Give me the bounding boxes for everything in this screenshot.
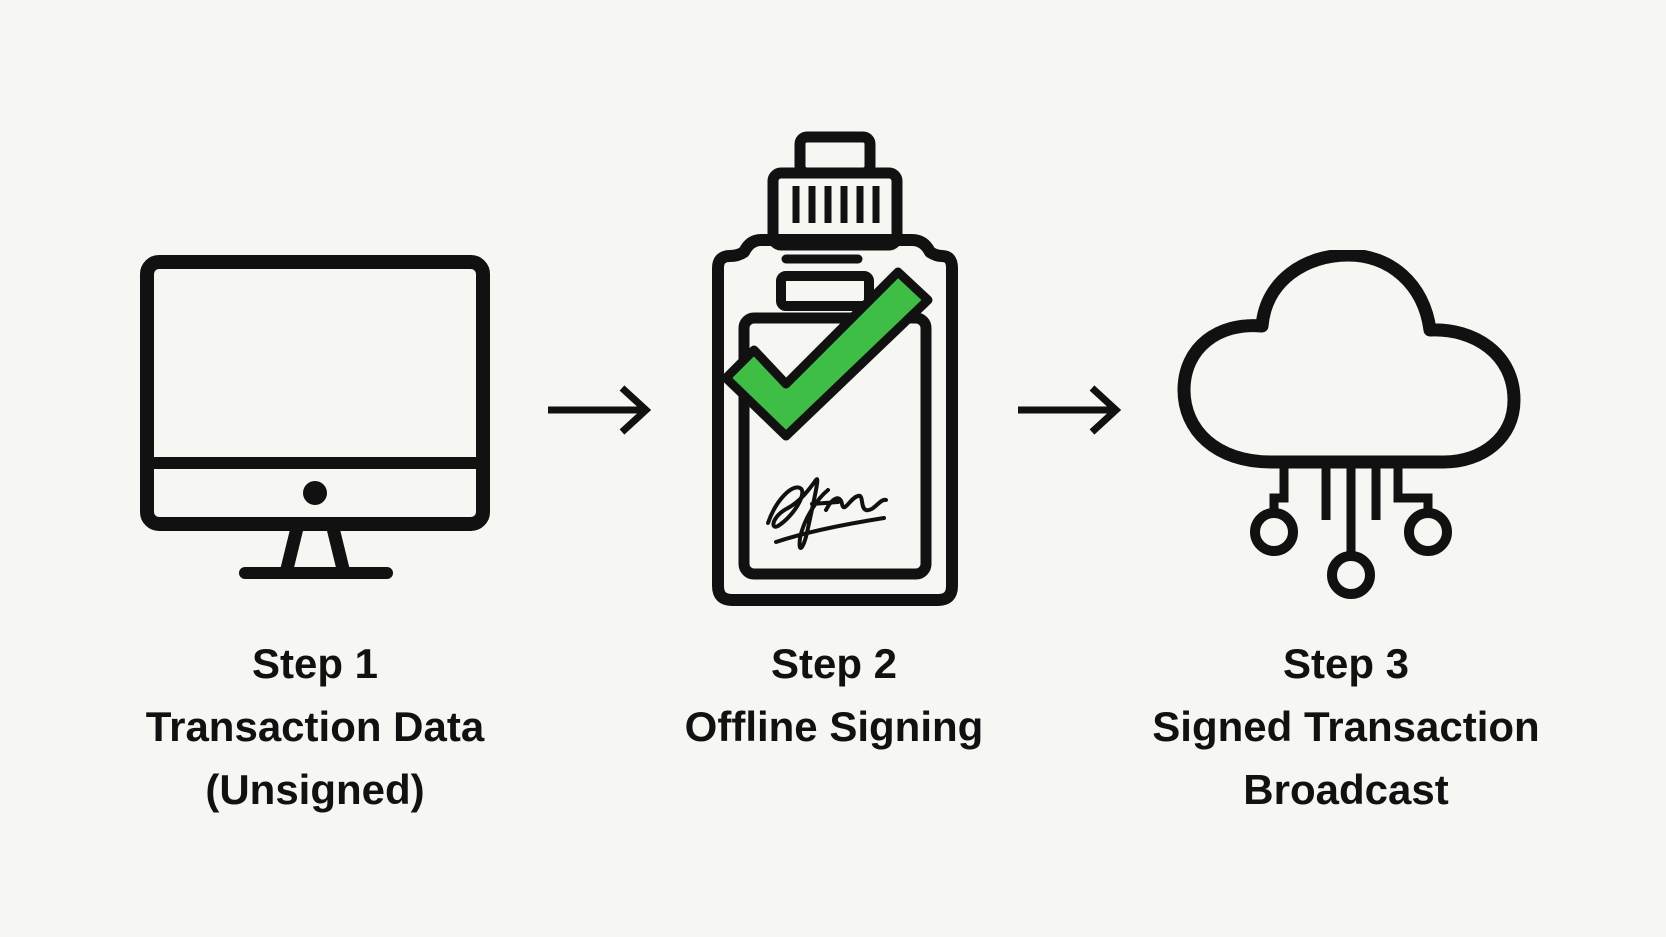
step-2-line-1: Offline Signing <box>684 703 984 750</box>
hardware-wallet-icon <box>712 131 958 606</box>
step-3-line-1: Signed Transaction <box>1152 703 1540 750</box>
step-3-line-2: Broadcast <box>1243 766 1449 813</box>
arrow-right-icon <box>548 385 652 435</box>
monitor-icon <box>140 255 490 579</box>
step-1-line-2: (Unsigned) <box>205 766 425 813</box>
step-1-heading: Step 1 <box>251 640 379 687</box>
step-3-heading: Step 3 <box>1282 640 1410 687</box>
step-1-line-1: Transaction Data <box>145 703 485 750</box>
step-3-label: Step 3 Signed Transaction Broadcast <box>1126 632 1566 821</box>
step-2-label: Step 2 Offline Signing <box>614 632 1054 758</box>
cloud-network-icon <box>1177 250 1521 599</box>
step-1-label: Step 1 Transaction Data (Unsigned) <box>95 632 535 821</box>
step-2-heading: Step 2 <box>770 640 898 687</box>
arrow-right-icon <box>1018 385 1122 435</box>
